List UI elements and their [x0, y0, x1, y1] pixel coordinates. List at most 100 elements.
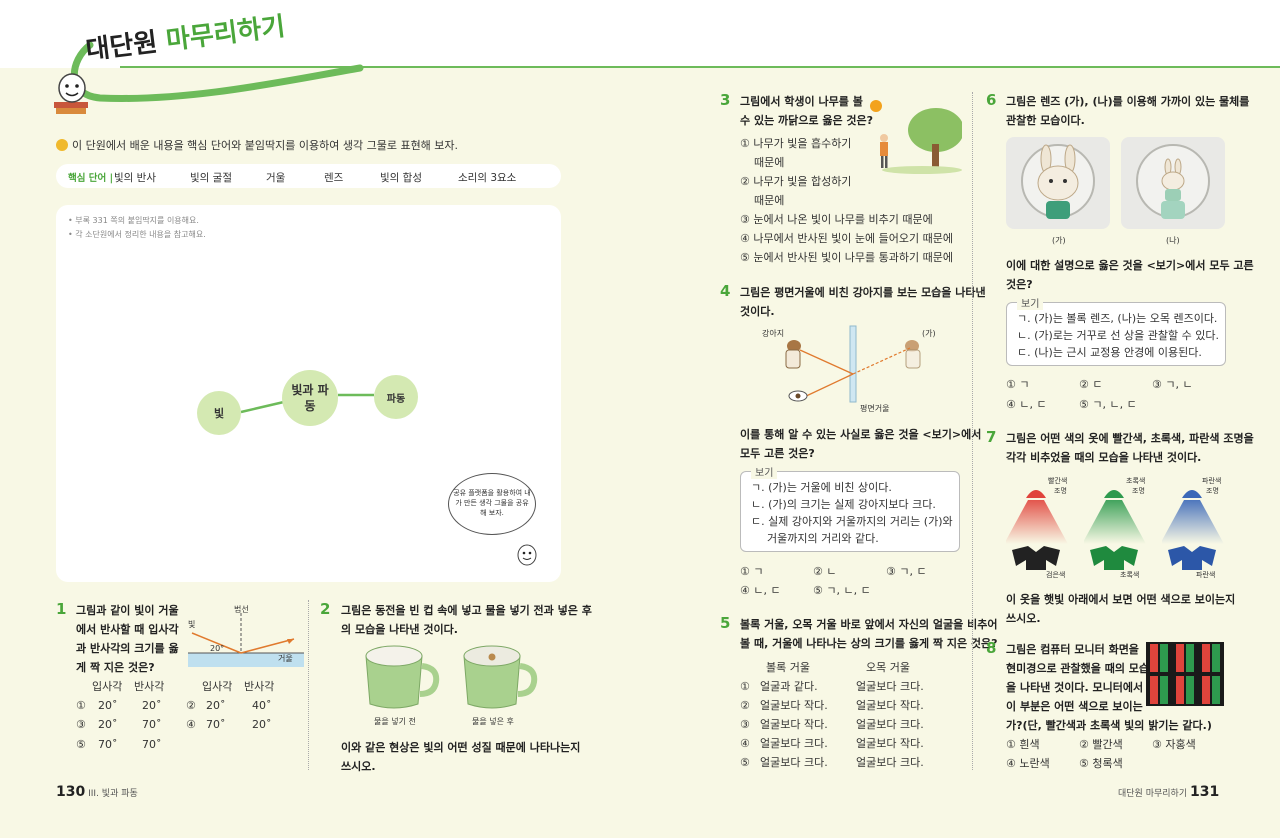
- cup-before-icon: [365, 645, 440, 709]
- q2-caption-after: 물을 넣은 후: [472, 717, 514, 726]
- q6-bogi-box: 보기 ㄱ. (가)는 볼록 렌즈, (나)는 오목 렌즈이다. ㄴ. (가)로는…: [1006, 295, 1226, 366]
- q1-label-light: 빛: [188, 619, 195, 629]
- q8-number: 8: [986, 639, 997, 657]
- q1-label-angle: 20°: [210, 644, 224, 653]
- mascot-small-icon: [517, 544, 537, 566]
- q7-number: 7: [986, 428, 997, 446]
- q3-option[interactable]: ① 나무가 빛을 흡수하기: [740, 137, 852, 150]
- q2-number: 2: [320, 600, 331, 618]
- title-swoosh: [70, 41, 364, 102]
- keyword-item: 빛의 반사: [114, 172, 156, 184]
- q6-option[interactable]: ③ ㄱ, ㄴ: [1152, 378, 1193, 391]
- q4-bogi-item: ㄱ. (가)는 거울에 비친 상이다.: [751, 481, 892, 494]
- q4-bogi-item: ㄷ. 실제 강아지와 거울까지의 거리는 (가)와: [751, 515, 953, 528]
- q4-label-image: (가): [922, 329, 936, 338]
- q6-option[interactable]: ① ㄱ: [1006, 378, 1030, 391]
- spotlight-green-icon: [1084, 490, 1146, 570]
- q4-bogi-box: 보기 ㄱ. (가)는 거울에 비친 상이다. ㄴ. (가)의 크기는 실제 강아…: [740, 464, 960, 552]
- keyword-item: 렌즈: [324, 172, 344, 184]
- q7-light-blue: 파란색 조명 파란색: [1162, 474, 1237, 584]
- intro-text: 이 단원에서 배운 내용을 핵심 단어와 붙임딱지를 이용하여 생각 그물로 표…: [56, 137, 458, 153]
- q4-option[interactable]: ④ ㄴ, ㄷ: [740, 584, 781, 597]
- keyword-item: 소리의 3요소: [458, 172, 517, 184]
- q8-option[interactable]: ④ 노란색: [1006, 757, 1050, 770]
- keyword-label: 핵심 단어 |: [68, 173, 114, 184]
- mindmap-note: • 각 소단원에서 정리한 내용을 참고해요.: [68, 230, 206, 239]
- mascot-icon: [54, 73, 88, 114]
- top-band: [0, 0, 1280, 68]
- q4-option[interactable]: ⑤ ㄱ, ㄴ, ㄷ: [813, 584, 871, 597]
- bogi-tag: 보기: [751, 464, 778, 479]
- q7-light-red: 빨간색 조명 검은색: [1006, 474, 1081, 584]
- q7-light-label: 파란색: [1202, 477, 1222, 485]
- q7-lights-figure: 빨간색 조명 검은색 초록색 조명 초록색 파란색 조명 파란색: [1006, 474, 1226, 584]
- q4-mirror-figure: 강아지 (가) 평면거울: [762, 325, 936, 413]
- q3-option[interactable]: ④ 나무에서 반사된 빛이 눈에 들어오기 때문에: [740, 232, 953, 245]
- q1-head: 반사각: [134, 680, 165, 693]
- header-rule: [120, 66, 1280, 68]
- q1-label-mirror: 거울: [278, 654, 293, 663]
- q4-option[interactable]: ③ ㄱ, ㄷ: [886, 565, 927, 578]
- smile-icon: [56, 139, 68, 151]
- q4-option[interactable]: ② ㄴ: [813, 565, 837, 578]
- q7-shirt-label: 파란색: [1196, 571, 1216, 579]
- q3-option[interactable]: ③ 눈에서 나온 빛이 나무를 비추기 때문에: [740, 213, 933, 226]
- mindmap-box: • 부록 331 쪽의 붙임딱지를 이용해요. • 각 소단원에서 정리한 내용…: [56, 205, 561, 582]
- q1-label-normal: 법선: [234, 604, 249, 614]
- q8-option[interactable]: ⑤ 청록색: [1079, 757, 1123, 770]
- mindmap-note: • 부록 331 쪽의 붙임딱지를 이용해요.: [68, 216, 199, 225]
- q3-option[interactable]: ⑤ 눈에서 반사된 빛이 나무를 통과하기 때문에: [740, 251, 953, 264]
- q3-option-cont: 때문에: [754, 194, 785, 207]
- q8-option[interactable]: ③ 자홍색: [1152, 738, 1196, 751]
- q8-monitor-pixels-figure: [1146, 642, 1224, 706]
- spotlight-blue-icon: [1162, 490, 1224, 570]
- q8-option[interactable]: ② 빨간색: [1079, 738, 1123, 751]
- mindmap-node-light: 빛: [197, 391, 241, 435]
- q3-option[interactable]: ② 나무가 빛을 합성하기: [740, 175, 852, 188]
- q1-number: 1: [56, 600, 67, 618]
- q6-option[interactable]: ⑤ ㄱ, ㄴ, ㄷ: [1079, 398, 1137, 411]
- q7-light-label: 초록색: [1126, 477, 1146, 485]
- q6-option[interactable]: ④ ㄴ, ㄷ: [1006, 398, 1047, 411]
- speech-bubble: 공유 플랫폼을 활용하여 내가 만든 생각 그물을 공유해 보자.: [448, 473, 536, 535]
- q6-bogi-item: ㄷ. (나)는 근시 교정용 안경에 이용된다.: [1017, 346, 1202, 359]
- lens-a-figure: [1006, 137, 1110, 229]
- q1-head: 반사각: [244, 680, 275, 693]
- cup-after-icon: [463, 645, 538, 709]
- spotlight-red-icon: [1006, 490, 1068, 570]
- q5-head: 오목 거울: [866, 661, 910, 674]
- column-divider: [972, 92, 973, 770]
- column-divider: [308, 600, 309, 770]
- q1-head: 입사각: [202, 680, 233, 693]
- q7-shirt-label: 검은색: [1046, 571, 1066, 579]
- q3-option-cont: 때문에: [754, 156, 785, 169]
- q1-head: 입사각: [92, 680, 123, 693]
- keyword-item: 거울: [266, 172, 286, 184]
- keyword-item: 빛의 굴절: [190, 172, 232, 184]
- q4-bogi-item: 거울까지의 거리와 같다.: [767, 532, 879, 545]
- mindmap-node-wave: 파동: [374, 375, 418, 419]
- q8-option[interactable]: ① 흰색: [1006, 738, 1040, 751]
- q7-light-label: 조명: [1054, 487, 1067, 495]
- keyword-bar: 핵심 단어 | 빛의 반사 빛의 굴절 거울 렌즈 빛의 합성 소리의 3요소: [56, 164, 561, 188]
- q6-option[interactable]: ② ㄷ: [1079, 378, 1103, 391]
- q4-bogi-item: ㄴ. (가)의 크기는 실제 강아지보다 크다.: [751, 498, 936, 511]
- q7-light-label: 조명: [1132, 487, 1145, 495]
- q4-label-mirror: 평면거울: [860, 403, 889, 413]
- q6-bogi-item: ㄱ. (가)는 볼록 렌즈, (나)는 오목 렌즈이다.: [1017, 312, 1218, 325]
- q4-option[interactable]: ① ㄱ: [740, 565, 764, 578]
